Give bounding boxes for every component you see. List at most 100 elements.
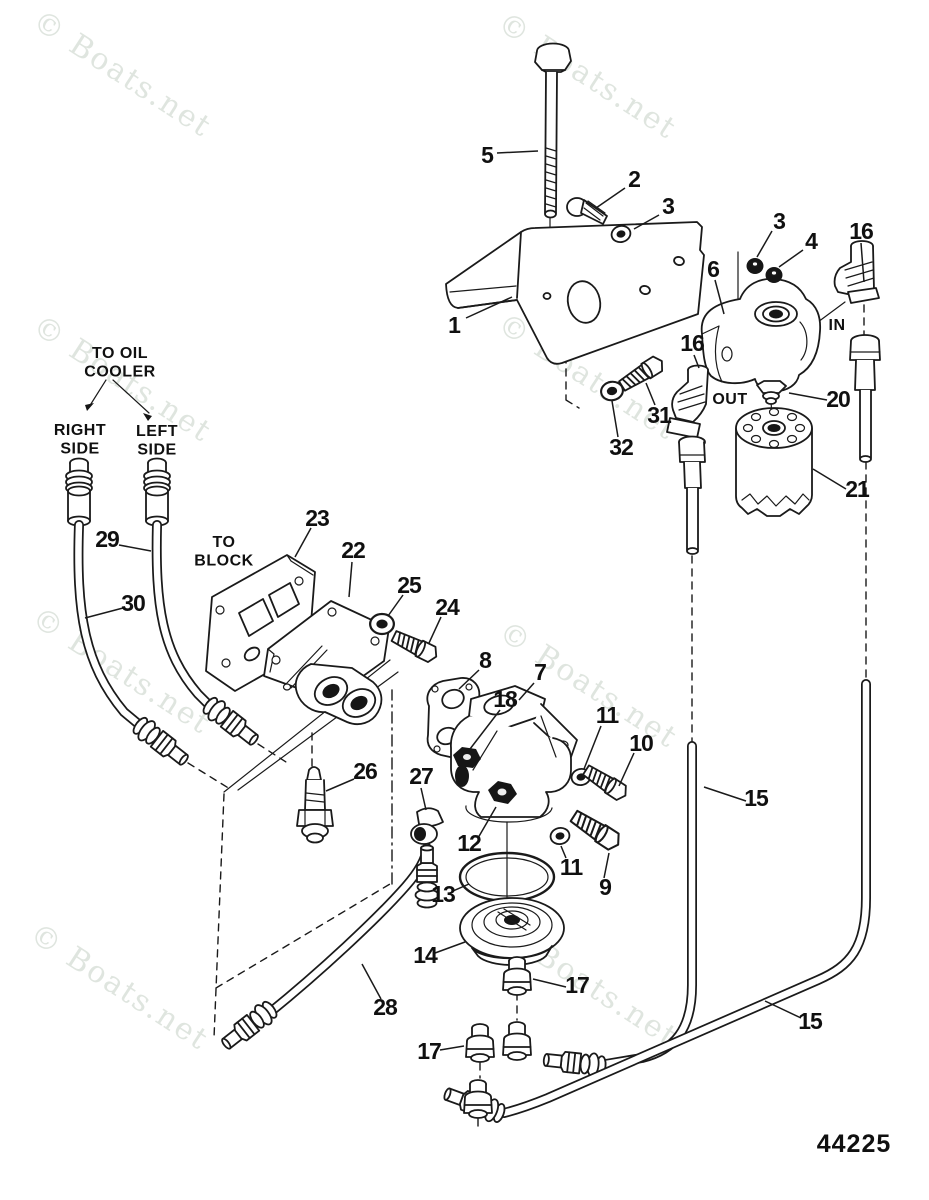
callout-number-1: 1 <box>448 312 461 338</box>
callout-number-5: 5 <box>481 142 494 168</box>
callout-leader-15 <box>764 1000 802 1019</box>
washer-25 <box>369 612 395 636</box>
callout-leader-2 <box>595 187 626 209</box>
callout-leader-25 <box>387 594 404 617</box>
callout-leader-3 <box>633 214 660 230</box>
callout-leader-17 <box>439 1045 465 1051</box>
drawing-number: 44225 <box>817 1130 892 1158</box>
callout-leader-30 <box>84 607 124 619</box>
callout-number-8: 8 <box>479 647 492 673</box>
callout-leader-16 <box>860 242 865 283</box>
callout-leader-6 <box>714 279 725 315</box>
callout-number-11: 11 <box>596 702 620 728</box>
filter-bracket-6 <box>700 278 822 392</box>
callout-leader-23 <box>294 527 312 558</box>
callout-number-31: 31 <box>647 402 672 428</box>
fitting-26 <box>296 766 334 844</box>
callout-leader-32 <box>611 400 619 438</box>
callout-leader-14 <box>434 941 466 954</box>
callout-number-6: 6 <box>707 256 719 282</box>
callout-leader-21 <box>812 468 847 490</box>
callout-number-10: 10 <box>629 730 653 756</box>
fitting-18 <box>453 747 481 768</box>
callout-leader-28 <box>361 963 382 1000</box>
callout-number-15: 15 <box>798 1008 823 1034</box>
callout-leader-20 <box>788 392 828 401</box>
callout-number-16: 16 <box>680 330 704 356</box>
callout-leader-24 <box>428 616 442 644</box>
callout-leader-12 <box>477 806 497 839</box>
callout-number-16: 16 <box>849 218 873 244</box>
callout-leader-17 <box>532 978 567 988</box>
fitting-12 <box>488 781 517 804</box>
callout-leader-31 <box>645 382 656 406</box>
grommet-4 <box>765 267 783 283</box>
callout-number-18: 18 <box>493 686 518 712</box>
hose-15-right <box>440 679 871 1127</box>
callout-leader-27 <box>420 787 427 811</box>
callout-leader-15 <box>703 786 747 802</box>
elbow-fitting-16-in <box>833 240 881 463</box>
callout-number-29: 29 <box>95 526 119 552</box>
callout-number-28: 28 <box>373 994 398 1020</box>
callout-number-32: 32 <box>609 434 633 460</box>
callout-number-21: 21 <box>845 476 870 502</box>
callout-leader-5 <box>496 150 539 154</box>
label-out-port: OUT <box>712 391 747 408</box>
callout-number-26: 26 <box>353 758 377 784</box>
callout-number-27: 27 <box>409 763 433 789</box>
screw-2 <box>566 197 608 225</box>
callout-number-20: 20 <box>826 386 850 412</box>
grommet-3 <box>746 258 764 274</box>
callout-number-17: 17 <box>417 1038 441 1064</box>
callout-leader-11 <box>560 845 567 859</box>
hose-28 <box>216 843 440 1056</box>
cooler-arrows <box>85 379 152 421</box>
callout-number-17: 17 <box>565 972 589 998</box>
nipple-20 <box>756 380 787 405</box>
callout-leader-8 <box>458 669 480 690</box>
callout-leader-13 <box>452 883 470 892</box>
callout-leader-1 <box>465 296 513 319</box>
callout-number-2: 2 <box>628 166 640 192</box>
callout-leader-29 <box>118 544 152 552</box>
label-in-port: IN <box>829 317 846 334</box>
callout-number-11: 11 <box>560 854 584 880</box>
hose-29 <box>151 520 264 752</box>
callout-number-3: 3 <box>662 193 674 219</box>
diagram-line-art <box>65 42 881 1133</box>
adapter-22 <box>263 600 390 725</box>
callout-leader-26 <box>325 778 355 792</box>
callout-leader-10 <box>618 752 635 787</box>
callout-leader-11 <box>583 725 602 770</box>
callout-number-7: 7 <box>534 659 546 685</box>
callout-number-14: 14 <box>413 942 438 968</box>
callout-leader-3 <box>756 230 773 258</box>
callout-number-13: 13 <box>431 881 455 907</box>
mounting-bolt-5 <box>534 42 572 219</box>
callout-number-15: 15 <box>744 785 769 811</box>
fitting-27 <box>410 807 444 845</box>
bracket-1 <box>445 221 705 365</box>
oil-filter-adapter-7 <box>450 685 578 823</box>
elbow-fitting-16-out <box>666 364 709 555</box>
oil-filter-21 <box>735 407 813 517</box>
hose-30 <box>73 520 194 772</box>
callout-number-24: 24 <box>435 594 460 620</box>
callout-leader-4 <box>778 249 804 268</box>
callout-leader-16 <box>693 354 700 369</box>
callout-number-4: 4 <box>805 228 818 254</box>
callout-number-3: 3 <box>773 208 785 234</box>
callout-number-9: 9 <box>599 874 611 900</box>
callout-number-22: 22 <box>341 537 365 563</box>
callout-leader-18 <box>469 709 501 750</box>
callout-number-30: 30 <box>121 590 145 616</box>
callout-number-12: 12 <box>457 830 481 856</box>
callout-leader-7 <box>518 682 535 701</box>
